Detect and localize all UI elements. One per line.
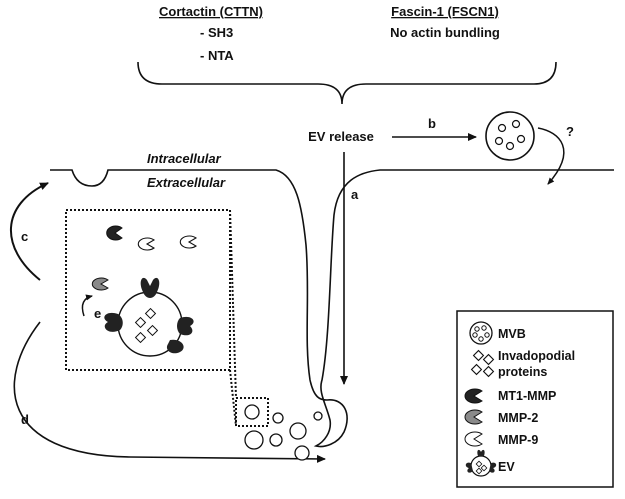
legend-invado-icon <box>470 349 495 378</box>
extracellular-label: Extracellular <box>147 175 226 190</box>
label-a: a <box>351 187 359 202</box>
curly-brace <box>137 61 557 105</box>
legend-invado-label-1: Invadopodial <box>498 349 575 363</box>
fascin-title: Fascin-1 (FSCN1) <box>391 4 499 19</box>
legend-mvb-icon <box>469 321 493 345</box>
label-b: b <box>428 116 436 131</box>
legend-mt1-icon <box>464 388 483 404</box>
arrow-c <box>9 182 49 281</box>
legend-invado-label-2: proteins <box>498 365 547 379</box>
legend-ev-label: EV <box>498 460 515 474</box>
arrow-e <box>81 294 93 317</box>
mmp2-icon <box>91 277 109 291</box>
legend-mt1-label: MT1-MMP <box>498 389 556 403</box>
mmp9-icon <box>137 237 156 251</box>
legend-ev-icon <box>465 449 497 477</box>
ev-cluster <box>244 411 323 461</box>
legend-mmp2-icon <box>464 409 483 425</box>
label-d: d <box>21 412 29 427</box>
arrow-question <box>537 127 565 185</box>
cortactin-title: Cortactin (CTTN) <box>159 4 263 19</box>
ev-small <box>244 404 260 420</box>
legend-mmp9-label: MMP-9 <box>498 433 538 447</box>
ev-release-label: EV release <box>308 129 374 144</box>
cortactin-nta: - NTA <box>200 48 234 63</box>
zoom-line-bottom <box>229 369 237 427</box>
arrow-d <box>13 321 326 463</box>
mt1-mmp-icon <box>106 225 123 241</box>
cortactin-sh3: - SH3 <box>200 25 233 40</box>
question-mark: ? <box>566 124 574 139</box>
zoom-line-top <box>229 209 237 399</box>
mvb-top <box>485 111 535 161</box>
legend-mmp9-icon <box>464 431 483 447</box>
plasma-membrane <box>50 169 614 448</box>
mmp9-icon <box>179 235 198 249</box>
legend-mvb-label: MVB <box>498 327 526 341</box>
label-e: e <box>94 306 101 321</box>
zoom-source-box <box>235 397 269 427</box>
label-c: c <box>21 229 28 244</box>
fascin-text: No actin bundling <box>390 25 500 40</box>
zoom-inset <box>65 209 231 371</box>
legend-mmp2-label: MMP-2 <box>498 411 538 425</box>
ev-large <box>104 277 194 357</box>
intracellular-label: Intracellular <box>147 151 222 166</box>
